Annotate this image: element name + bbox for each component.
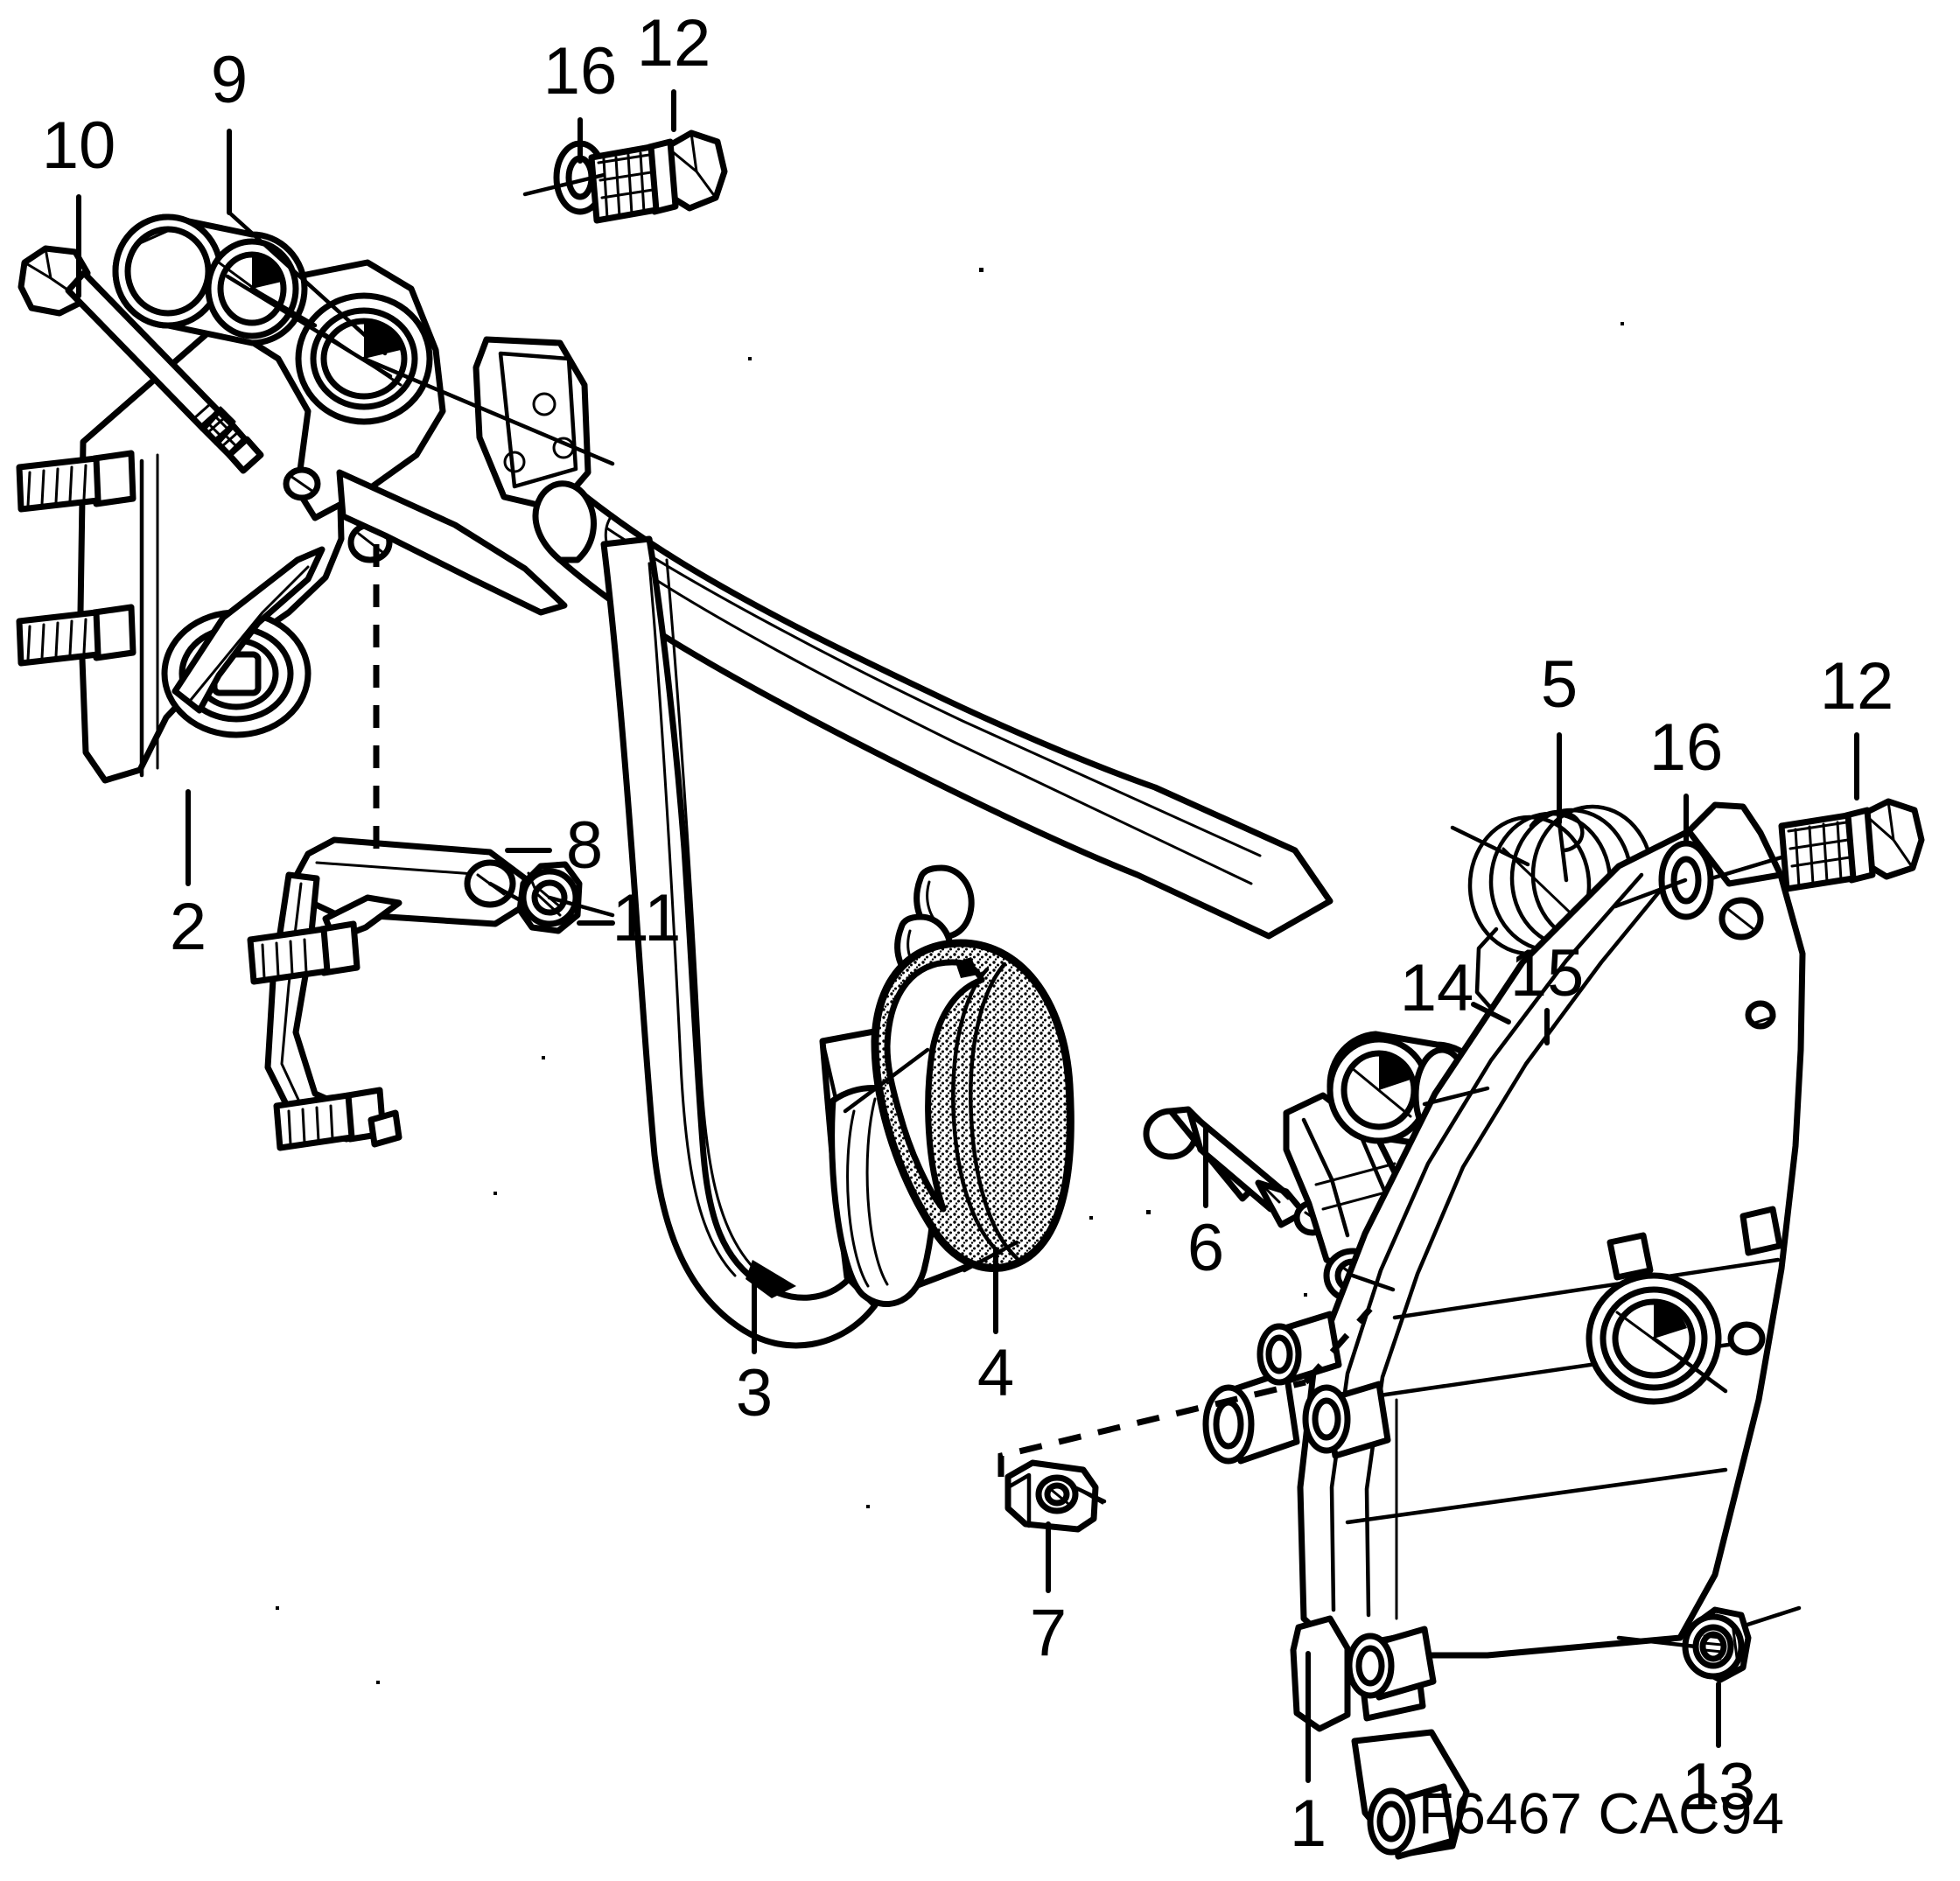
callout-1-pedal-bracket-right: 1 xyxy=(1290,1651,1326,1861)
callout-8-clutch-cable-clevis: 8 xyxy=(505,808,603,883)
callout-4-pedal-pad: 4 xyxy=(977,1247,1014,1410)
pedal-bracket-right xyxy=(1202,801,1806,1860)
callout-7-retaining-clip: 7 xyxy=(1030,1521,1067,1670)
callout-number: 1 xyxy=(1290,1787,1326,1861)
callout-6-pivot-pin: 6 xyxy=(1187,1126,1224,1285)
callout-leader-line xyxy=(1471,1002,1511,1024)
callout-number: 5 xyxy=(1541,647,1578,722)
figure-code: F6467 CAC94 xyxy=(1418,1780,1784,1845)
callout-15-anchor-screw: 15 xyxy=(1510,936,1585,1045)
bracket-right-bushings xyxy=(1202,1311,1456,1860)
flange-bolt-left xyxy=(588,129,728,224)
callout-12-flange-bolt-right: 12 xyxy=(1820,649,1894,801)
callout-number: 12 xyxy=(637,6,711,80)
callout-11-lock-nut: 11 xyxy=(577,881,682,955)
callout-number: 16 xyxy=(1649,710,1724,785)
bracket-left-studs xyxy=(16,450,136,667)
retaining-clip xyxy=(1004,1459,1104,1533)
pivot-bolt-long xyxy=(18,245,264,474)
assembly-reference-lines xyxy=(373,544,1373,1477)
callout-number: 15 xyxy=(1510,936,1585,1010)
callout-number: 12 xyxy=(1820,649,1894,724)
flange-bolt-right xyxy=(1778,798,1925,892)
callout-number: 13 xyxy=(1682,1750,1756,1824)
callout-number: 2 xyxy=(170,890,206,964)
callout-number: 16 xyxy=(543,34,618,108)
callout-number: 11 xyxy=(612,881,682,955)
callout-number: 14 xyxy=(1400,951,1474,1025)
callout-number: 4 xyxy=(977,1336,1014,1410)
callout-2-pedal-bracket-left: 2 xyxy=(170,789,206,964)
callout-number: 3 xyxy=(736,1356,773,1430)
callout-12-flange-bolt: 12 xyxy=(637,6,711,132)
callout-number: 9 xyxy=(211,43,248,117)
assembly-pointer-lines xyxy=(225,172,1802,1649)
callout-number: 10 xyxy=(42,108,116,183)
callout-16-flat-washer-right: 16 xyxy=(1649,710,1724,843)
callout-14-spring-anchor-clip: 14 xyxy=(1400,951,1511,1025)
callout-number: 6 xyxy=(1187,1211,1224,1285)
callout-9-pivot-bushing: 9 xyxy=(211,43,248,215)
flange-nut xyxy=(1682,1606,1752,1683)
callout-5-return-spring: 5 xyxy=(1541,647,1578,825)
callout-13-flange-nut: 13 xyxy=(1682,1682,1756,1824)
callout-3-pedal-arm: 3 xyxy=(736,1270,773,1430)
callout-16-flat-washer: 16 xyxy=(543,34,618,164)
pivot-bushing xyxy=(112,213,308,346)
callout-10-pivot-bolt-long: 10 xyxy=(42,108,116,298)
pedal-pad xyxy=(871,939,1074,1272)
callout-number: 8 xyxy=(566,808,603,883)
callout-number: 7 xyxy=(1030,1596,1067,1670)
